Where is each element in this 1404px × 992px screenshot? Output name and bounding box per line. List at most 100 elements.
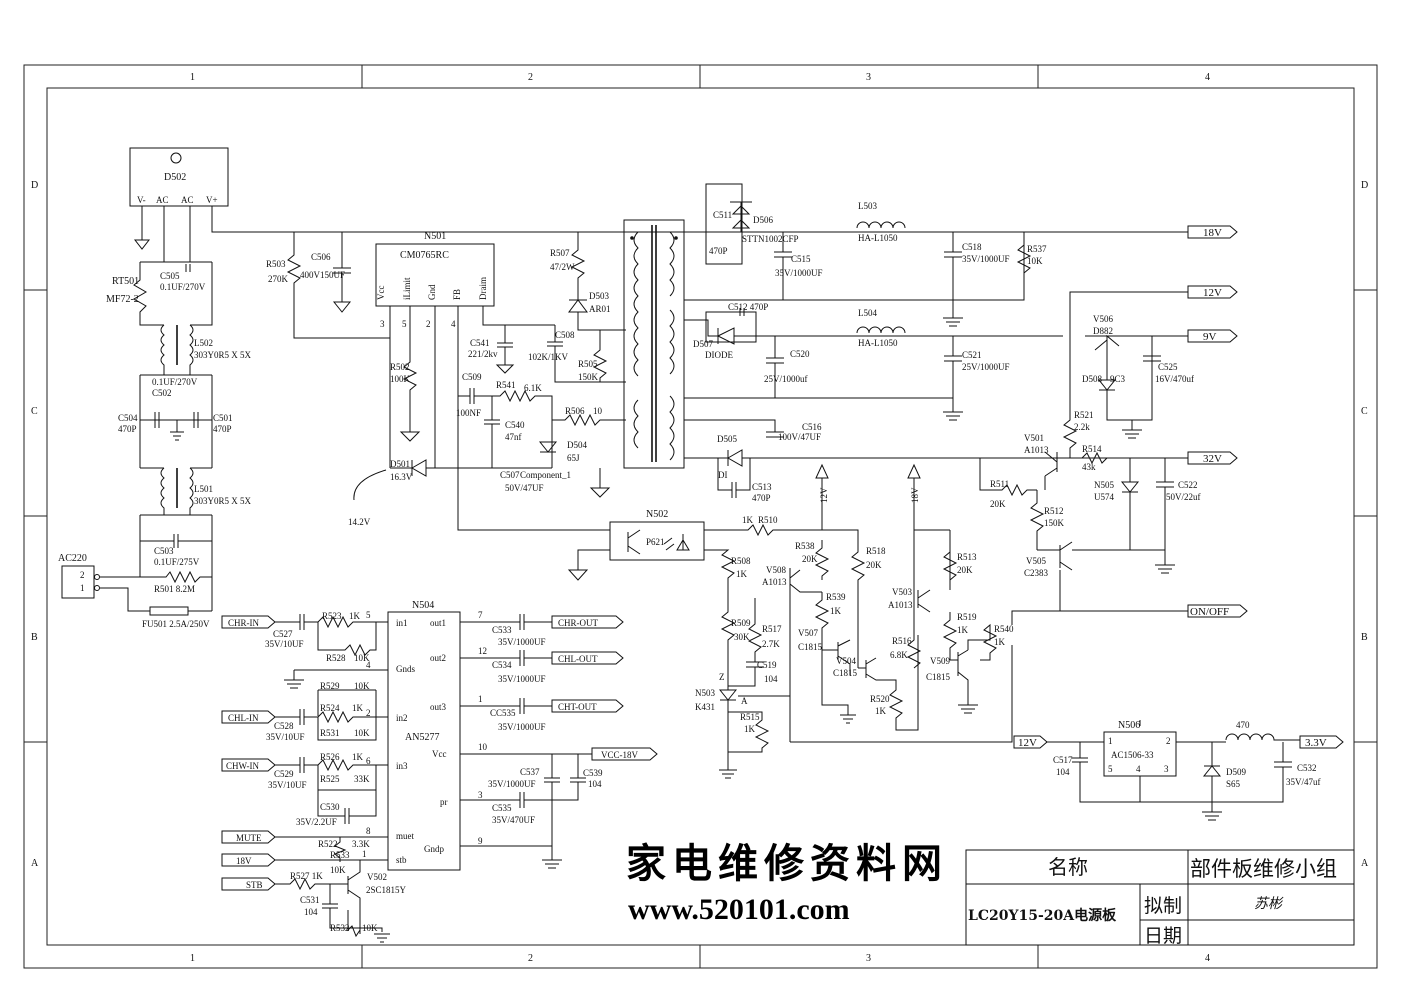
svg-text:150K: 150K (578, 372, 599, 382)
svg-text:V501: V501 (1024, 433, 1044, 443)
svg-text:D508: D508 (1082, 374, 1102, 384)
svg-text:muet: muet (396, 831, 414, 841)
svg-text:Vcc: Vcc (432, 749, 447, 759)
svg-text:C1815: C1815 (926, 672, 951, 682)
svg-text:2: 2 (426, 319, 431, 329)
svg-text:C518: C518 (962, 242, 982, 252)
audio-output-networks: C533 35V/1000UF CHR-OUT C534 35V/1000UF … (460, 614, 658, 869)
svg-text:R539: R539 (826, 592, 846, 602)
svg-text:Draim: Draim (478, 277, 488, 300)
svg-text:102K/1KV: 102K/1KV (528, 352, 568, 362)
svg-text:out1: out1 (430, 618, 446, 628)
svg-text:10K: 10K (1027, 256, 1043, 266)
svg-text:35V/10UF: 35V/10UF (268, 780, 307, 790)
rail-18v: 18V (1203, 227, 1222, 239)
svg-text:AC: AC (156, 195, 169, 205)
svg-text:35V/1000UF: 35V/1000UF (498, 637, 546, 647)
svg-text:2: 2 (80, 570, 85, 580)
svg-text:AN5277: AN5277 (405, 732, 439, 743)
rail-12v: 12V (1203, 287, 1222, 299)
svg-text:20K: 20K (957, 565, 973, 575)
svg-text:Z: Z (719, 672, 725, 682)
feedback-circuit: N502 P621 1K R510 R508 1K 12V 18V R538 2… (567, 463, 1014, 779)
svg-text:47nf: 47nf (505, 432, 522, 442)
port-chl-out: CHL-OUT (558, 654, 598, 664)
svg-text:104: 104 (304, 907, 318, 917)
svg-text:4: 4 (451, 319, 456, 329)
svg-text:65J: 65J (567, 453, 580, 463)
port-stb: STB (246, 880, 263, 890)
col-label: 4 (1205, 72, 1210, 83)
svg-text:RT501: RT501 (112, 276, 139, 287)
emi-filter: RT501 MF72-2 C505 0.1UF/270V L502 303Y0R… (100, 261, 252, 629)
svg-text:3: 3 (1164, 764, 1169, 774)
svg-text:R512: R512 (1044, 506, 1064, 516)
col-label: 3 (866, 72, 871, 83)
svg-text:33K: 33K (354, 774, 370, 784)
svg-text:1: 1 (478, 694, 483, 704)
svg-text:C521: C521 (962, 350, 982, 360)
svg-text:C505: C505 (160, 271, 180, 281)
svg-text:3: 3 (380, 319, 385, 329)
svg-text:470: 470 (1236, 720, 1250, 730)
svg-text:C540: C540 (505, 420, 525, 430)
svg-text:50V/22uf: 50V/22uf (1166, 492, 1201, 502)
svg-text:A1013: A1013 (888, 600, 913, 610)
svg-text:35V/10UF: 35V/10UF (266, 732, 305, 742)
svg-text:C509: C509 (462, 372, 482, 382)
svg-text:0.1UF/270V: 0.1UF/270V (160, 282, 206, 292)
row-label: A (31, 858, 39, 869)
svg-text:C541: C541 (470, 338, 490, 348)
watermark-url: www.520101.com (628, 893, 850, 926)
svg-text:470P: 470P (213, 424, 232, 434)
svg-text:R518: R518 (866, 546, 886, 556)
rail-3v3: 3.3V (1305, 737, 1327, 749)
svg-text:out2: out2 (430, 653, 446, 663)
svg-text:out3: out3 (430, 702, 447, 712)
svg-text:AC220: AC220 (58, 553, 87, 564)
svg-text:0.1UF/275V: 0.1UF/275V (154, 557, 200, 567)
row-label: D (31, 180, 38, 191)
svg-text:1K: 1K (352, 703, 364, 713)
col-label: 4 (1205, 953, 1210, 964)
svg-text:4: 4 (1136, 764, 1141, 774)
svg-text:Gnd: Gnd (427, 284, 437, 300)
svg-text:221/2kv: 221/2kv (468, 349, 498, 359)
svg-text:100V/47UF: 100V/47UF (778, 432, 821, 442)
svg-text:C511: C511 (713, 210, 732, 220)
svg-text:20K: 20K (802, 554, 818, 564)
svg-text:N503: N503 (695, 688, 715, 698)
svg-text:5: 5 (1108, 764, 1113, 774)
svg-text:C534: C534 (492, 660, 512, 670)
svg-text:D502: D502 (164, 172, 186, 183)
svg-text:10K: 10K (354, 681, 370, 691)
svg-text:V506: V506 (1093, 314, 1113, 324)
svg-text:100NF: 100NF (456, 408, 481, 418)
svg-text:Vcc: Vcc (376, 286, 386, 301)
port-chl-in: CHL-IN (228, 713, 259, 723)
svg-text:C504: C504 (118, 413, 138, 423)
title-block: 名称 部件板维修小组 LC20Y15-20A电源板 拟制 苏彬 日期 (965, 849, 1355, 947)
svg-text:6.1K: 6.1K (524, 383, 542, 393)
svg-text:N505: N505 (1094, 480, 1114, 490)
svg-text:R514: R514 (1082, 444, 1102, 454)
svg-text:D505: D505 (717, 434, 737, 444)
svg-text:20K: 20K (990, 499, 1006, 509)
svg-text:U574: U574 (1094, 492, 1114, 502)
port-chw-in: CHW-IN (226, 761, 259, 771)
svg-text:R505: R505 (578, 359, 598, 369)
svg-text:100K: 100K (390, 374, 411, 384)
svg-text:C519: C519 (757, 660, 777, 670)
svg-text:C507: C507 (500, 470, 520, 480)
svg-text:R519: R519 (957, 612, 977, 622)
svg-text:4: 4 (366, 660, 371, 670)
svg-text:K431: K431 (695, 702, 715, 712)
title-drafted-label: 拟制 (1144, 895, 1182, 917)
svg-text:R513: R513 (957, 552, 977, 562)
svg-text:R526: R526 (320, 752, 340, 762)
svg-text:Gndp: Gndp (424, 844, 444, 854)
row-label: B (1361, 632, 1368, 643)
audio-input-networks: CHR-IN C527 35V/10UF R523 1K R528 10K R5… (221, 611, 407, 943)
svg-text:V505: V505 (1026, 556, 1046, 566)
svg-text:25V/1000UF: 25V/1000UF (962, 362, 1010, 372)
